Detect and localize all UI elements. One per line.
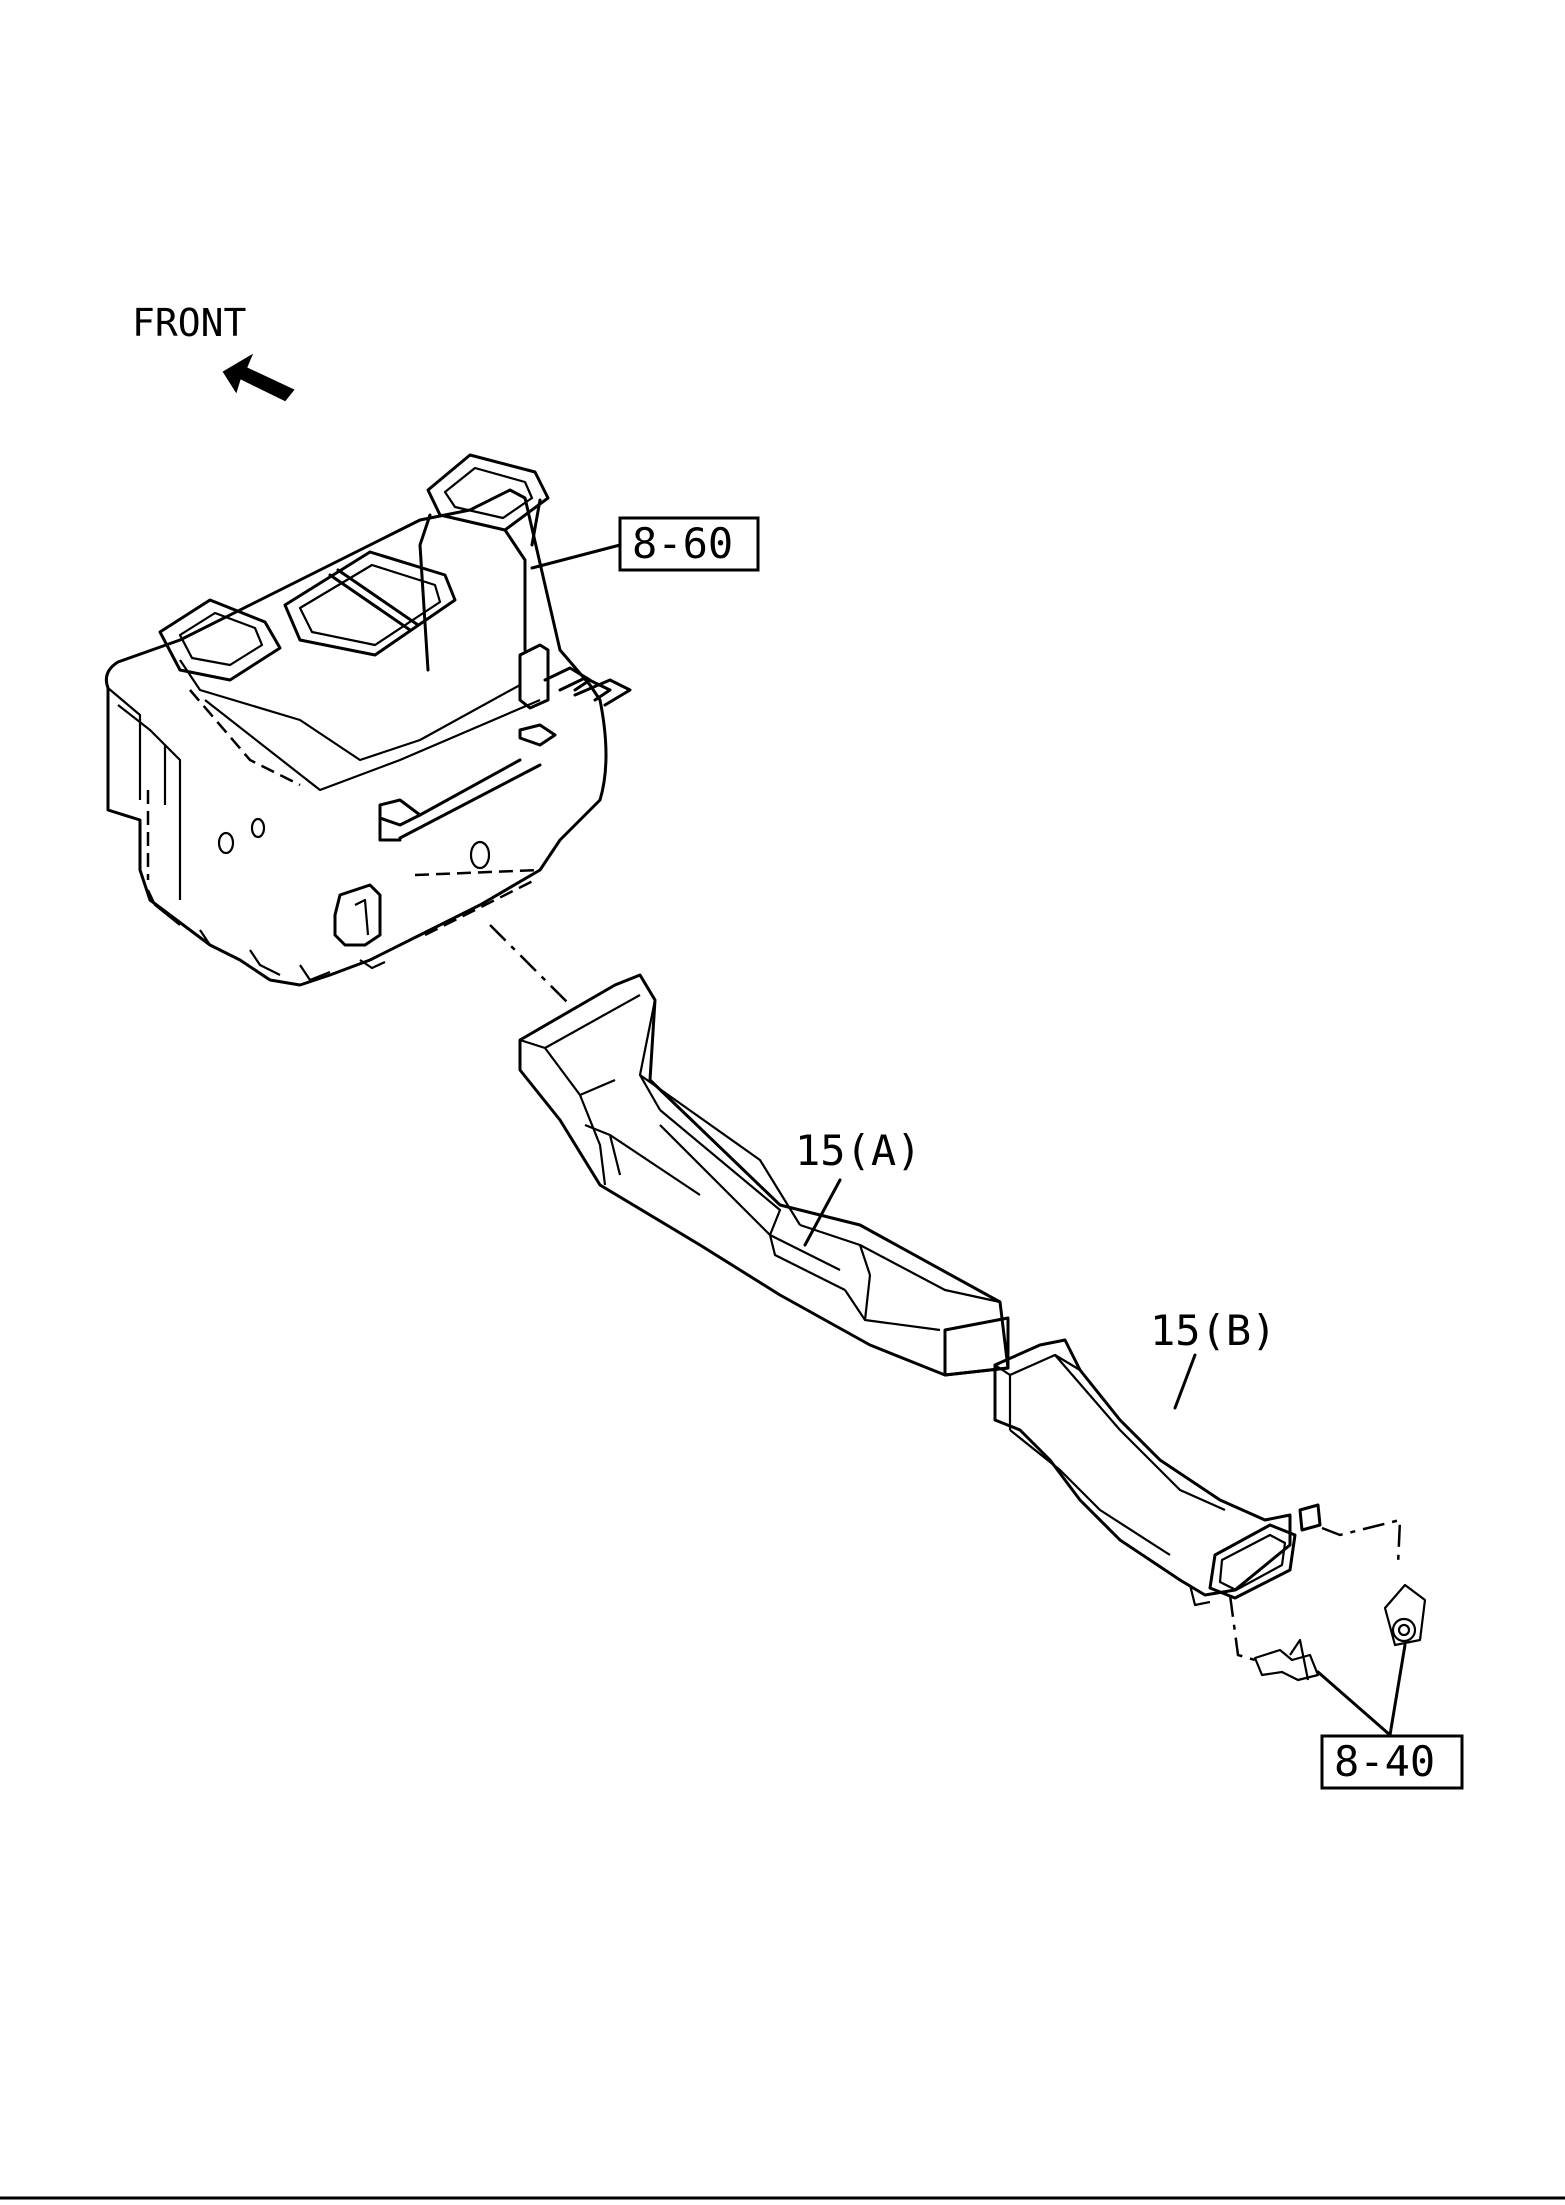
rear-duct-b (993, 1338, 1322, 1607)
leader-line-8-40 (1316, 1643, 1407, 1737)
leader-line-15b (1173, 1353, 1197, 1410)
push-clip (1253, 1638, 1320, 1682)
front-label: FRONT (132, 301, 246, 345)
connector-line-clip-upper (1321, 1518, 1402, 1566)
rear-duct-a (518, 973, 1010, 1377)
callout-box-8-40 (1320, 1734, 1464, 1790)
callout-box-8-60 (618, 516, 760, 572)
connector-line-unit-duct-a (489, 924, 571, 1006)
callout-8-40: 8-40 (1334, 1737, 1435, 1786)
grommet-nut (1383, 1583, 1427, 1647)
front-arrow-icon (222, 353, 295, 402)
leader-line-15a (803, 1178, 842, 1247)
callout-8-60: 8-60 (632, 519, 733, 568)
heater-unit (104, 453, 632, 987)
callout-15b: 15(B) (1150, 1306, 1276, 1355)
callout-15a: 15(A) (795, 1126, 921, 1175)
connector-line-clip-lower (1228, 1594, 1256, 1662)
leader-line-8-60 (530, 543, 622, 570)
